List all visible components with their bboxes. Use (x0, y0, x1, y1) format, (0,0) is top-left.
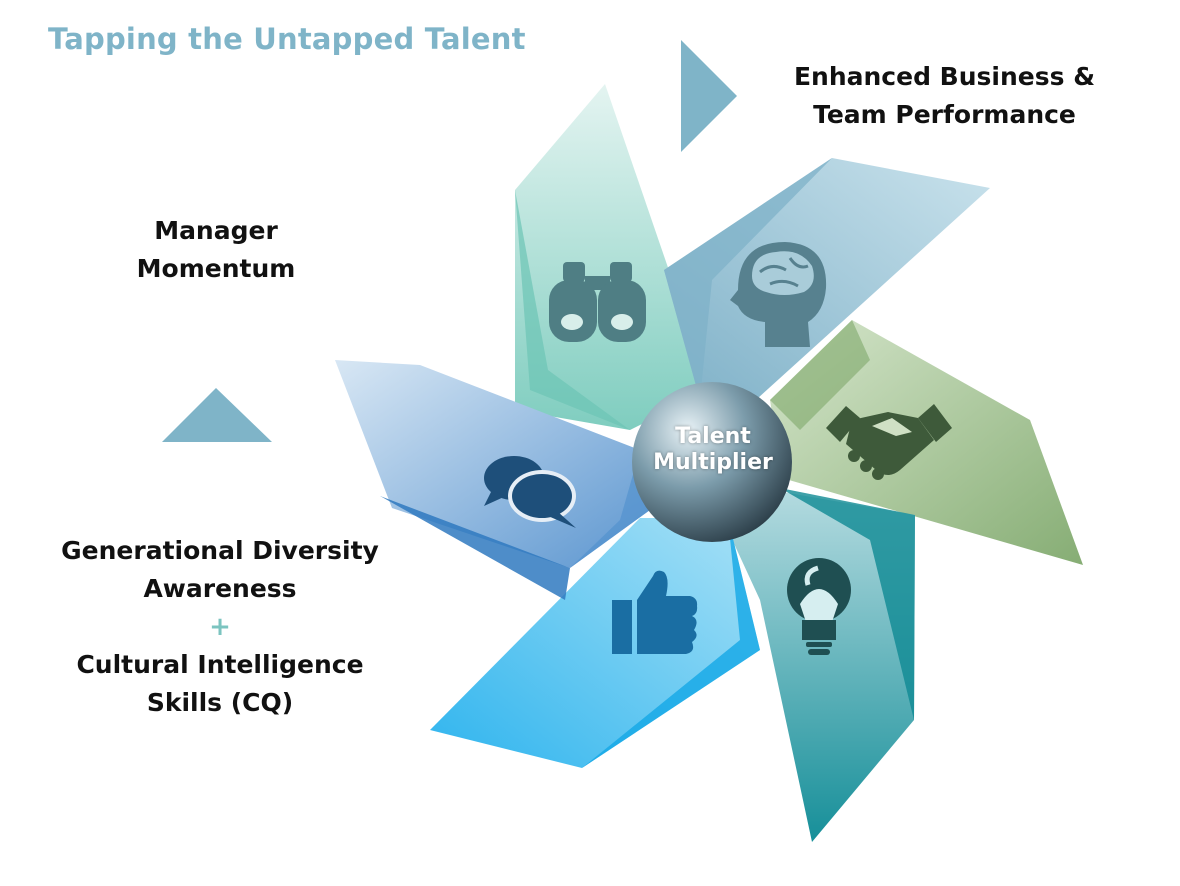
label-enhanced-performance: Enhanced Business & Team Performance (793, 62, 1096, 129)
lightbulb-icon (787, 558, 851, 655)
page-title: Tapping the Untapped Talent (48, 22, 526, 56)
petal-lightbulb (730, 488, 915, 842)
petal-binoculars (515, 84, 710, 430)
petal-head (664, 158, 990, 400)
arrow-right-icon (681, 40, 737, 152)
binoculars-icon (549, 262, 646, 342)
plus-sign: + (209, 612, 231, 642)
thumbs-up-icon (612, 570, 698, 654)
arrow-up-icon (162, 388, 272, 442)
handshake-icon (826, 404, 952, 480)
head-brain-icon (730, 242, 827, 347)
label-manager-momentum: Manager Momentum (136, 216, 296, 283)
label-generational-cultural: Generational Diversity Awareness + Cultu… (30, 532, 410, 722)
petal-thumbsup (430, 518, 760, 768)
chat-bubbles-icon (484, 456, 576, 528)
hub-label: Talent Multiplier (653, 424, 773, 475)
hub-sphere (632, 382, 792, 542)
